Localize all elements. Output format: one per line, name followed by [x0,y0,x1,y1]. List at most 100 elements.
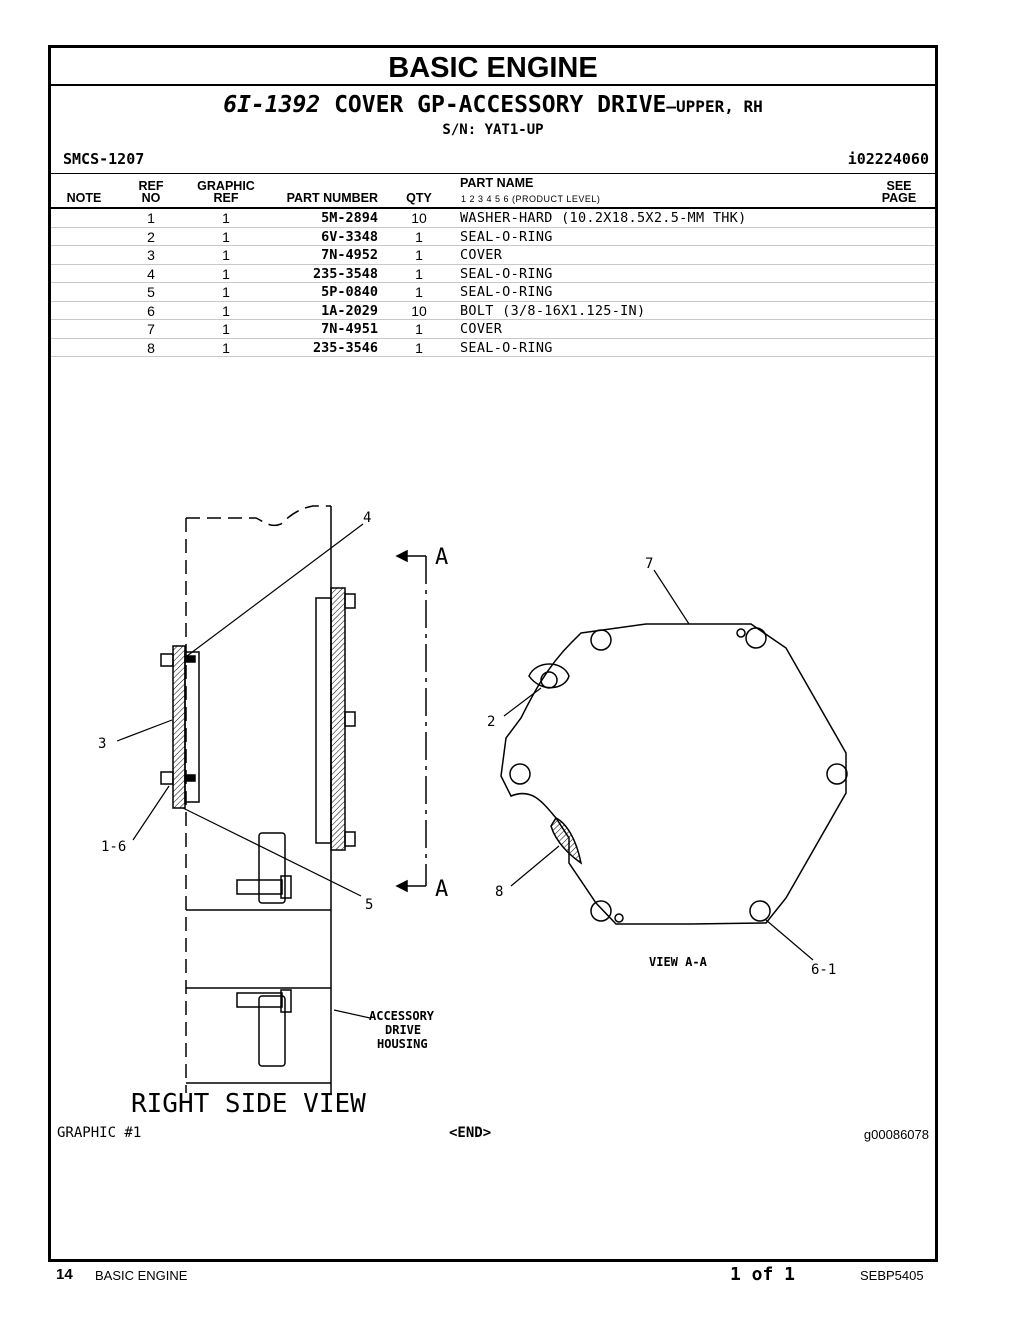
ref-no-cell: 2 [147,228,155,245]
part-name-cell: BOLT (3/8-16X1.125-IN) [460,302,646,319]
view-a-a-caption: VIEW A-A [649,955,708,969]
col-ref-no-line2: NO [141,191,161,205]
callout-3: 3 [98,736,106,752]
callout-1-6: 1-6 [101,839,126,855]
qty-cell: 1 [415,284,423,300]
footer-section-name: BASIC ENGINE [95,1268,188,1283]
part-number-cell: 7N-4952 [321,247,378,263]
group-name: COVER GP-ACCESSORY DRIVE [334,92,667,118]
page-of-count: 1 of 1 [730,1264,796,1285]
graphic-id: g00086078 [863,1127,929,1142]
ref-no-cell: 3 [147,247,155,263]
qty-cell: 1 [415,321,423,337]
col-qty: QTY [406,191,432,205]
ref-no-cell: 4 [147,265,155,282]
table-row: 5 1 5P-0840 1 SEAL-O-RING [51,283,935,302]
section-line-a-a [395,549,427,893]
document-id: SEBP5405 [860,1268,924,1283]
accessory-drive-housing-outline [185,505,332,1093]
smcs-code: SMCS-1207 [63,150,145,168]
cover-3-section [160,645,200,809]
part-number-cell: 5M-2894 [321,210,378,226]
ref-no-cell: 8 [147,339,155,356]
illustration-id: i02224060 [847,150,929,168]
ref-no-cell: 5 [147,284,155,300]
group-part-number: 6I-1392 [223,92,321,118]
part-name-cell: SEAL-O-RING [460,284,553,300]
view-a-a-leader-lines [503,569,814,961]
housing-label-line3: HOUSING [377,1037,428,1051]
ref-no-cell: 7 [147,321,155,337]
graphic-ref-cell: 1 [222,265,230,282]
part-name-cell: SEAL-O-RING [460,265,553,282]
right-side-view-caption: RIGHT SIDE VIEW [131,1089,366,1119]
section-label-a-bottom: A [435,877,448,902]
graphic-ref-cell: 1 [222,210,230,226]
housing-label-line2: DRIVE [385,1023,421,1037]
col-ref-no-line1: REF [138,179,164,193]
serial-number-range: S/N: YAT1-UP [442,122,544,138]
qty-cell: 1 [415,247,423,263]
part-name-cell: SEAL-O-RING [460,339,553,356]
col-graphic-ref-line1: GRAPHIC [197,179,255,193]
group-suffix: —UPPER, RH [666,97,763,116]
graphic-ref-cell: 1 [222,302,230,319]
qty-cell: 1 [415,265,423,282]
graphic-label: GRAPHIC #1 [57,1125,142,1141]
cover-7-view-a-a [500,623,848,925]
callout-7: 7 [645,556,653,572]
part-number-cell: 7N-4951 [321,321,378,337]
table-row: 8 1 235-3546 1 SEAL-O-RING [51,339,935,357]
graphic-ref-cell: 1 [222,228,230,245]
callout-5: 5 [365,897,373,913]
table-row: 7 1 7N-4951 1 COVER [51,320,935,339]
callout-8: 8 [495,884,503,900]
col-note: NOTE [66,191,102,205]
parts-illustration: A A 4 3 1-6 5 ACCESSORY DRIVE HOUSING RI… [98,505,848,1119]
part-name-cell: COVER [460,321,503,337]
graphic-ref-cell: 1 [222,247,230,263]
end-marker: <END> [449,1125,492,1141]
section-label-a-top: A [435,545,448,570]
graphic-ref-cell: 1 [222,321,230,337]
callout-2: 2 [487,714,495,730]
ref-no-cell: 6 [147,302,155,319]
graphic-ref-cell: 1 [222,284,230,300]
table-row: 4 1 235-3548 1 SEAL-O-RING [51,265,935,283]
col-graphic-ref-line2: REF [213,191,239,205]
part-number-cell: 5P-0840 [321,284,378,300]
header-rule [51,173,935,174]
part-name-cell: SEAL-O-RING [460,228,553,245]
parts-table: 1 1 5M-2894 10 WASHER-HARD (10.2X18.5X2.5-MM… [51,207,935,357]
leader-lines [116,523,371,1019]
callout-4: 4 [363,510,371,526]
part-number-cell: 1A-2029 [321,302,378,319]
table-row: 3 1 7N-4952 1 COVER [51,246,935,265]
part-name-cell: COVER [460,247,503,263]
table-row: 2 1 6V-3348 1 SEAL-O-RING [51,228,935,246]
col-see-page-line2: PAGE [881,191,917,205]
page-number: 14 [56,1266,73,1283]
qty-cell: 10 [411,302,427,319]
page-frame: BASIC ENGINE 6I-1392 COVER GP-ACCESSORY … [48,45,938,1262]
cover-7-section [315,587,356,851]
section-title: BASIC ENGINE [51,48,935,86]
col-see-page-line1: SEE [886,179,912,193]
qty-cell: 10 [411,210,427,226]
qty-cell: 1 [415,228,423,245]
col-part-number: PART NUMBER [286,191,378,205]
part-number-cell: 235-3546 [312,339,378,356]
part-name-cell: WASHER-HARD (10.2X18.5X2.5-MM THK) [460,210,747,226]
graphic-ref-cell: 1 [222,339,230,356]
col-part-name: PART NAME [460,176,534,190]
col-product-levels: 1 2 3 4 5 6 (PRODUCT LEVEL) [461,194,601,204]
callout-6-1: 6-1 [811,962,836,978]
housing-label-line1: ACCESSORY [369,1009,435,1023]
table-row: 6 1 1A-2029 10 BOLT (3/8-16X1.125-IN) [51,302,935,320]
group-title: 6I-1392 COVER GP-ACCESSORY DRIVE—UPPER, … [51,92,935,118]
table-row: 1 1 5M-2894 10 WASHER-HARD (10.2X18.5X2.5-MM… [51,209,935,228]
part-number-cell: 6V-3348 [321,228,378,245]
part-number-cell: 235-3548 [312,265,378,282]
qty-cell: 1 [415,339,423,356]
ref-no-cell: 1 [147,210,155,226]
